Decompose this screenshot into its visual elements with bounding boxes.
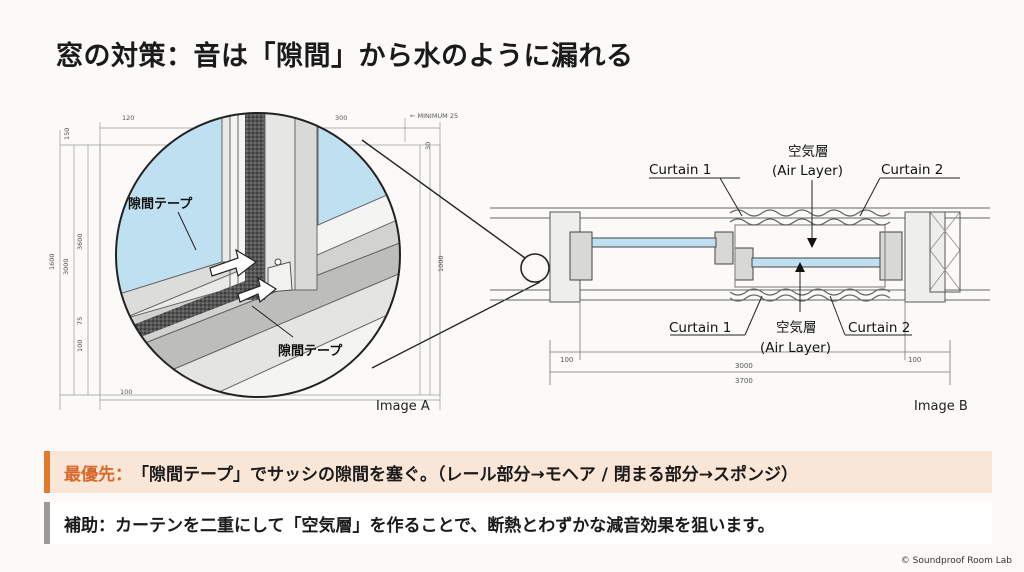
dim-label: 100	[560, 356, 573, 364]
zoom-connector-lines	[361, 139, 541, 369]
dim-label: 3000	[735, 362, 753, 370]
image-b-arrowheads	[795, 238, 817, 272]
detail-marker-circle	[520, 253, 550, 283]
air-layer-top-jp: 空気層	[788, 144, 829, 160]
dim-label: 100	[120, 388, 132, 396]
airflow-arrow-icon	[237, 276, 278, 304]
priority-label: 最優先：	[64, 464, 132, 485]
image-a-drawing	[59, 118, 441, 410]
secondary-text: カーテンを二重にして「空気層」を作ることで、断熱とわずかな減音効果を狙います。	[115, 515, 775, 536]
airflow-arrow-icon	[209, 248, 258, 278]
air-layer-bottom-en: (Air Layer)	[760, 340, 831, 356]
tape-label-top: 隙間テープ	[128, 196, 193, 212]
dim-label: 3000	[62, 258, 70, 275]
dim-label: 30	[424, 142, 432, 150]
curtain1-bottom-label: Curtain 1	[669, 320, 731, 336]
secondary-note: 補助： カーテンを二重にして「空気層」を作ることで、断熱とわずかな減音効果を狙い…	[44, 502, 992, 544]
dim-note: ← MINIMUM 25	[410, 112, 458, 120]
image-b-caption: Image B	[914, 399, 968, 414]
tape-label-bottom: 隙間テープ	[278, 343, 343, 359]
page-title: 窓の対策：音は「隙間」から水のように漏れる	[56, 41, 634, 72]
dim-label: 3600	[76, 233, 84, 250]
curtain1-top-label: Curtain 1	[649, 162, 711, 178]
priority-text: 「隙間テープ」でサッシの隙間を塞ぐ。（レール部分→モヘア / 閉まる部分→スポン…	[132, 464, 799, 485]
dim-label: 100	[908, 356, 921, 364]
dim-label: 1600	[48, 253, 56, 270]
dim-label: 1000	[437, 255, 445, 272]
air-layer-top-en: (Air Layer)	[772, 163, 843, 179]
image-a-caption: Image A	[376, 399, 430, 414]
magnified-sash-view: 隙間テープ 隙間テープ	[115, 112, 401, 398]
priority-note: 最優先： 「隙間テープ」でサッシの隙間を塞ぐ。（レール部分→モヘア / 閉まる部…	[44, 451, 992, 493]
curtain2-top-label: Curtain 2	[881, 162, 943, 178]
dim-label: 300	[335, 114, 347, 122]
dim-label: 75	[76, 317, 84, 325]
dim-label: 3700	[735, 377, 753, 385]
dim-label: 150	[63, 128, 71, 140]
curtain2-bottom-label: Curtain 2	[848, 320, 910, 336]
copyright-text: © Soundproof Room Lab	[900, 556, 1012, 566]
secondary-label: 補助：	[64, 515, 115, 536]
image-b-dimensions: 100 3000 3700 100	[560, 356, 921, 385]
image-a-dimension-labels: 120 300 150 3600 3000 1600 75 100 100 10…	[48, 112, 458, 396]
dim-label: 120	[122, 114, 134, 122]
air-layer-bottom-jp: 空気層	[776, 320, 817, 336]
image-b-leaders	[649, 177, 960, 336]
image-b-labels: Curtain 1 Curtain 2 空気層 (Air Layer) Curt…	[649, 144, 943, 356]
dim-label: 100	[76, 340, 84, 352]
